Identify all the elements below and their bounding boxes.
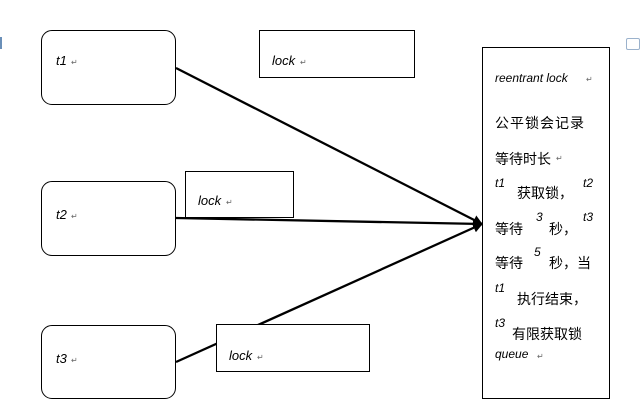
- lock-label-1: lock: [272, 53, 296, 68]
- arrow-t1-to-queue: [175, 66, 483, 226]
- return-mark: ↵: [71, 356, 78, 365]
- queue-line-4-number: 3: [536, 210, 543, 224]
- lock-label-2: lock: [198, 193, 222, 208]
- queue-line-2: 等待时长: [495, 152, 551, 168]
- queue-line-7-thread: t3: [495, 316, 506, 330]
- queue-line-3-thread-2: t2: [583, 176, 594, 190]
- queue-line-4-text-1: 等待: [495, 222, 523, 238]
- queue-line-5-text-1: 等待: [495, 256, 523, 272]
- return-mark: ↵: [586, 75, 593, 84]
- return-mark: ↵: [537, 352, 544, 361]
- thread-label-t2: t2: [56, 207, 67, 222]
- return-mark: ↵: [71, 58, 78, 67]
- queue-line-3-text: 获取锁，: [517, 186, 573, 202]
- queue-line-4-thread: t3: [583, 210, 594, 224]
- queue-line-3-thread: t1: [495, 176, 506, 190]
- queue-line-5-text-2: 秒，当: [549, 256, 591, 272]
- thread-box-t1: [41, 30, 176, 105]
- queue-line-4-text-2: 秒，: [549, 222, 577, 238]
- lock-box-2: [185, 171, 294, 218]
- left-edge-artifact-icon: [0, 37, 5, 49]
- lock-box-1: [259, 30, 415, 78]
- lock-box-3: [216, 324, 370, 372]
- return-mark: ↵: [300, 58, 307, 67]
- thread-label-t3: t3: [56, 351, 67, 366]
- queue-box: [482, 47, 610, 399]
- return-mark: ↵: [257, 353, 264, 362]
- queue-line-7-text: 有限获取锁: [512, 327, 582, 343]
- thread-box-t3: [41, 325, 176, 399]
- return-mark: ↵: [226, 198, 233, 207]
- arrow-t2-to-queue: [175, 216, 483, 229]
- return-mark: ↵: [71, 212, 78, 221]
- return-mark: ↵: [556, 154, 563, 163]
- thread-label-t1: t1: [56, 53, 67, 68]
- lock-label-3: lock: [229, 348, 253, 363]
- queue-title: reentrant lock: [495, 71, 568, 85]
- queue-line-1: 公平锁会记录: [495, 116, 585, 132]
- queue-line-6-thread: t1: [495, 281, 506, 295]
- right-edge-artifact-icon: [626, 38, 640, 50]
- queue-line-5-number: 5: [534, 245, 541, 259]
- queue-footer: queue: [495, 347, 529, 361]
- queue-line-6-text: 执行结束，: [517, 292, 587, 308]
- thread-box-t2: [41, 181, 176, 256]
